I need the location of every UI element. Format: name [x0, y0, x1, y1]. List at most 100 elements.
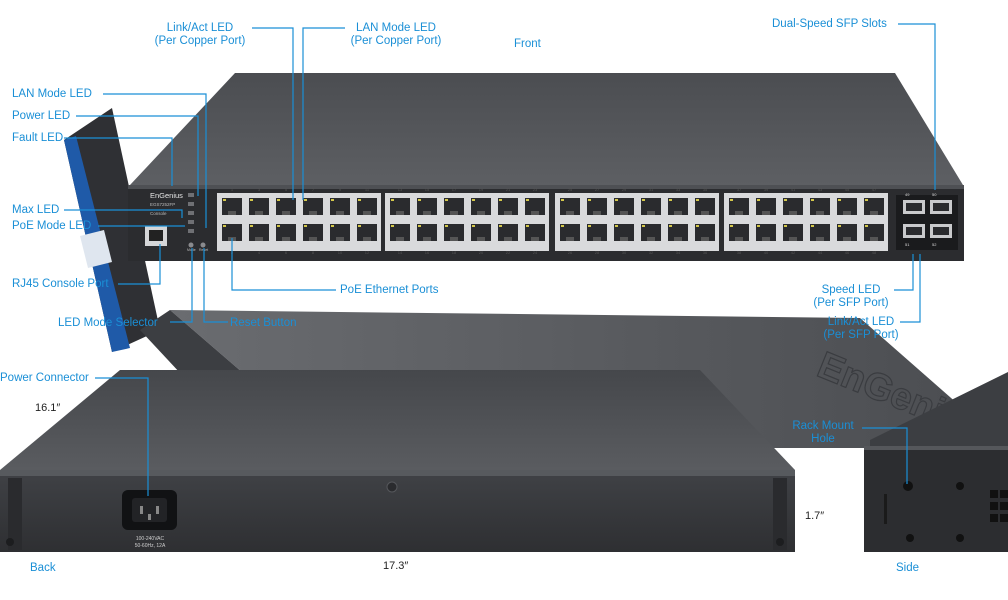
rj45-port-latch [762, 237, 770, 241]
port-led [445, 225, 448, 227]
rj45-port-latch [396, 211, 404, 215]
rj45-port-latch [735, 237, 743, 241]
rj45-port [810, 224, 830, 241]
port-number: 21 [506, 187, 511, 192]
label-poe-mode-led: PoE Mode LED [12, 220, 92, 232]
power-connector [122, 490, 177, 530]
port-number: 35 [703, 187, 708, 192]
rj45-port-latch [647, 211, 655, 215]
port-number: 11 [365, 187, 370, 192]
status-leds [188, 193, 194, 233]
rj45-port [525, 224, 545, 241]
rj45-port-latch [647, 237, 655, 241]
dimension-height: 1.7″ [805, 510, 825, 522]
rj45-port [249, 224, 269, 241]
label-dual-speed-sfp: Dual-Speed SFP Slots [772, 18, 887, 30]
port-number: 22 [506, 250, 511, 255]
port-led [445, 199, 448, 201]
power-rating-line2: 50-60Hz, 12A [135, 543, 166, 549]
port-led [757, 225, 760, 227]
label-lan-mode-copper-line1: LAN Mode LED [356, 22, 436, 34]
port-led [526, 199, 529, 201]
rj45-port [614, 224, 634, 241]
port-number: 14 [398, 250, 403, 255]
port-led [696, 199, 699, 201]
port-led [865, 199, 868, 201]
port-led [472, 225, 475, 227]
rj45-port [390, 224, 410, 241]
port-number: 28 [595, 250, 600, 255]
port-number: 44 [818, 250, 823, 255]
port-number: 45 [845, 187, 850, 192]
rj45-port [444, 224, 464, 241]
rj45-port-latch [309, 211, 317, 215]
rj45-port-latch [363, 237, 371, 241]
rj45-port [668, 198, 688, 215]
rj45-port [417, 224, 437, 241]
port-number: 43 [818, 187, 823, 192]
rj45-port-latch [674, 211, 682, 215]
port-group-frame [217, 193, 381, 251]
rj45-port-latch [255, 211, 263, 215]
led-mode-selector [188, 242, 194, 248]
label-link-act-copper: Link/Act LED (Per Copper Port) [150, 22, 250, 48]
rj45-port [864, 198, 884, 215]
rj45-port-latch [309, 237, 317, 241]
port-number: 47 [872, 187, 877, 192]
rj45-port-latch [870, 237, 878, 241]
rj45-port-latch [789, 237, 797, 241]
rj45-port-latch [620, 211, 628, 215]
port-led [526, 225, 529, 227]
poe-ethernet-ports: 1234567891011121314151617181920212223242… [217, 187, 888, 255]
rj45-port-latch [620, 237, 628, 241]
port-led [223, 199, 226, 201]
label-link-act-sfp-line2: (Per SFP Port) [823, 329, 899, 341]
port-led [615, 199, 618, 201]
port-led [391, 199, 394, 201]
rj45-port [783, 198, 803, 215]
port-number: 15 [425, 187, 430, 192]
port-group-frame [385, 193, 549, 251]
port-led [250, 225, 253, 227]
port-number: 36 [703, 250, 708, 255]
rj45-port [783, 224, 803, 241]
dimension-width: 17.3″ [383, 560, 409, 572]
rj45-port-latch [789, 211, 797, 215]
rj45-port-latch [282, 211, 290, 215]
port-number: 39 [764, 187, 769, 192]
rj45-port [303, 198, 323, 215]
view-front: Front [514, 38, 541, 50]
label-speed-led-sfp-line2: (Per SFP Port) [813, 297, 889, 309]
port-led [615, 225, 618, 227]
port-number: 42 [791, 250, 796, 255]
rj45-port [390, 198, 410, 215]
port-led [277, 199, 280, 201]
port-number: 46 [845, 250, 850, 255]
port-number: 41 [791, 187, 796, 192]
label-link-act-sfp: Link/Act LED (Per SFP Port) [818, 316, 904, 342]
label-lan-mode-copper-line2: (Per Copper Port) [350, 35, 442, 47]
port-number: 27 [595, 187, 600, 192]
port-led [277, 225, 280, 227]
label-rj45-console: RJ45 Console Port [12, 278, 109, 290]
label-link-act-sfp-line1: Link/Act LED [827, 316, 895, 328]
rj45-port-latch [423, 211, 431, 215]
rj45-port [668, 224, 688, 241]
port-number: 24 [533, 250, 538, 255]
rj45-port-latch [762, 211, 770, 215]
port-led [838, 225, 841, 227]
rj45-port [695, 224, 715, 241]
port-number: 26 [568, 250, 573, 255]
rj45-port-latch [282, 237, 290, 241]
rj45-port [249, 198, 269, 215]
port-number: 30 [622, 250, 627, 255]
port-led [811, 225, 814, 227]
rj45-port-latch [336, 211, 344, 215]
port-led [561, 199, 564, 201]
rj45-port [357, 224, 377, 241]
port-led [588, 225, 591, 227]
rj45-port [330, 224, 350, 241]
port-led [669, 199, 672, 201]
rj45-port-latch [477, 237, 485, 241]
rj45-port [471, 198, 491, 215]
